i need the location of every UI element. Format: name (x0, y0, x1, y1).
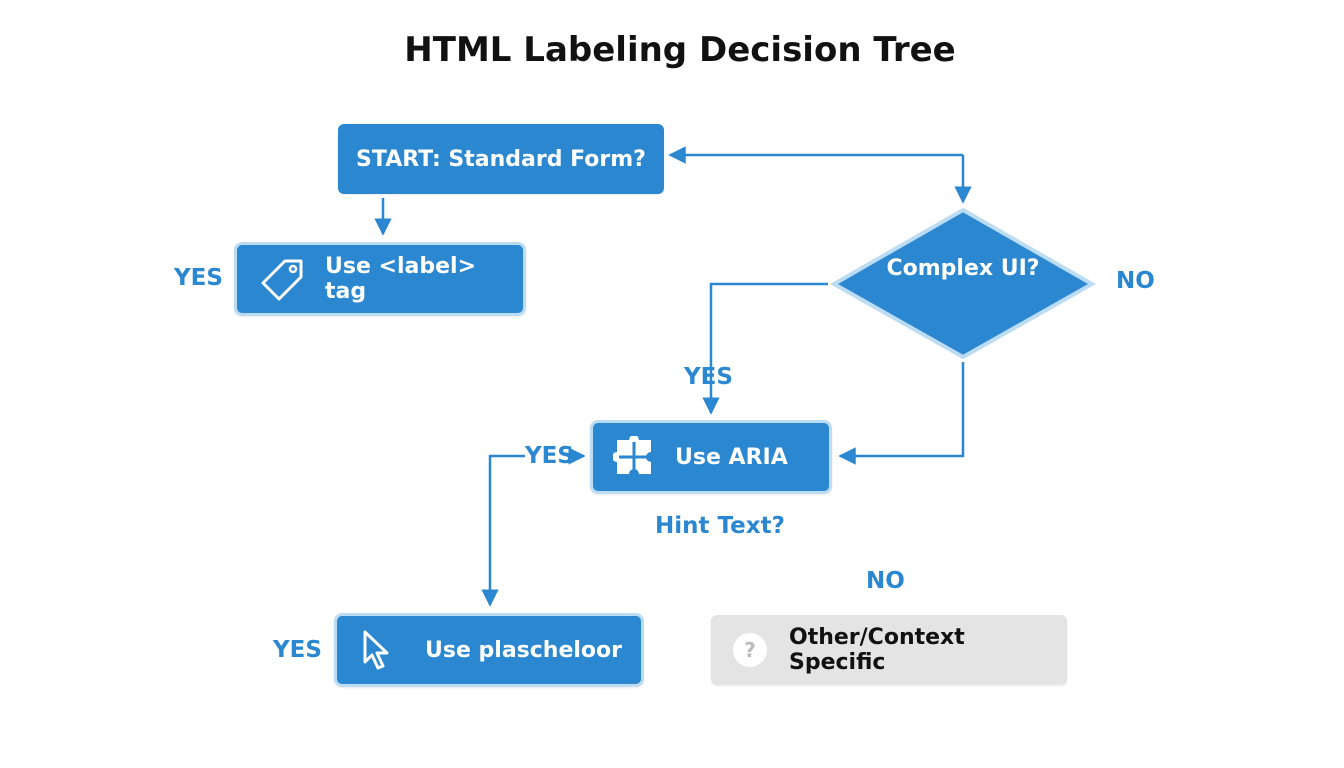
use-label-tag-node: Use <label> tag (234, 242, 526, 316)
svg-text:?: ? (744, 638, 756, 662)
edge-diamond-to-aria-yes (702, 282, 828, 415)
tag-icon (259, 255, 307, 303)
edge-label-yes-aria: YES (684, 364, 733, 390)
use-label-tag-text: Use <label> tag (325, 254, 477, 304)
use-placeholder-node: Use plascheloor (334, 613, 644, 687)
use-placeholder-text: Use plascheloor (425, 637, 623, 663)
edge-label-yes-label-tag: YES (174, 265, 223, 291)
edge-label-no-right: NO (1116, 268, 1155, 294)
start-node-text: START: Standard Form? (356, 146, 646, 172)
other-context-text: Other/Context Specific (789, 625, 965, 675)
cursor-icon (359, 628, 395, 672)
edge-label-yes-placeholder: YES (273, 637, 322, 663)
complex-ui-diamond (829, 207, 1097, 360)
use-aria-text: Use ARIA (675, 444, 788, 470)
start-node: START: Standard Form? (338, 124, 664, 194)
edge-label-no-bottom: NO (866, 568, 905, 594)
hint-text-question: Hint Text? (655, 513, 785, 539)
other-context-node: ? Other/Context Specific (711, 615, 1067, 685)
edge-label-yes-left: YES (525, 443, 574, 469)
edge-diamond-to-aria-no (838, 362, 965, 465)
use-aria-node: Use ARIA (590, 420, 832, 494)
complex-ui-text: Complex UI? (886, 256, 1040, 281)
diagram-title: HTML Labeling Decision Tree (404, 30, 956, 70)
question-icon: ? (731, 631, 769, 669)
edge-aria-to-placeholder (481, 454, 525, 607)
puzzle-icon (613, 436, 655, 478)
